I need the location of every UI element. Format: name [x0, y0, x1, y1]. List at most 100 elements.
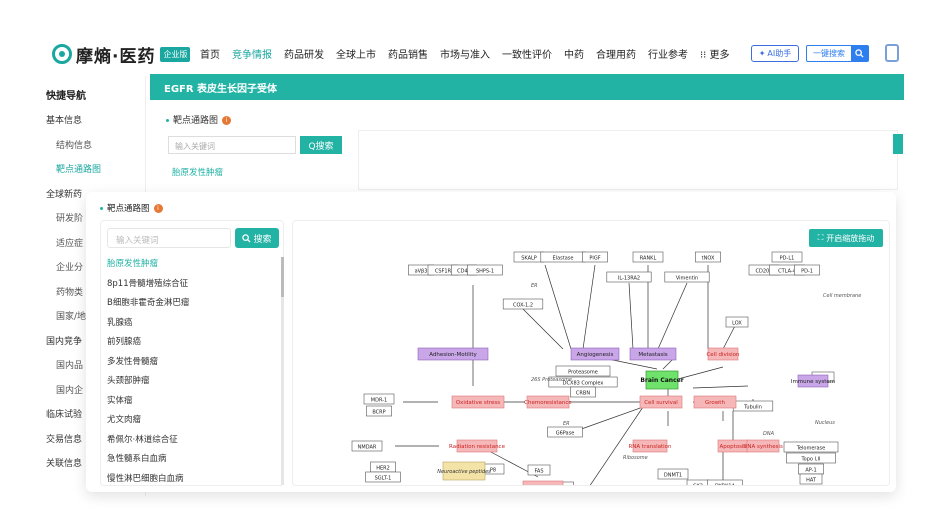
- pathway-node-label: Chemoresistance: [524, 400, 572, 406]
- pathway-node-protein: [365, 471, 401, 483]
- pathway-node-label: DCX83 Complex: [563, 381, 604, 387]
- sidebar-item[interactable]: 国内品: [56, 361, 84, 371]
- sidebar-item[interactable]: 全球新药: [46, 189, 83, 200]
- disease-list-item[interactable]: 多发性骨髓瘤: [107, 356, 159, 367]
- nav-item[interactable]: 市场与准入: [440, 50, 490, 61]
- nav-item[interactable]: 行业参考: [648, 50, 688, 61]
- pathway-node-label: HAT: [806, 478, 817, 484]
- pathway-node-label: SGLT-1: [375, 476, 392, 482]
- pathway-annotation: Nucleus: [815, 420, 835, 426]
- pathway-node-label: P8: [490, 468, 496, 474]
- nav-item[interactable]: 中药: [564, 50, 584, 61]
- sidebar-item[interactable]: 交易信息: [46, 434, 83, 445]
- pathway-annotation: ER: [531, 283, 538, 289]
- sidebar-item[interactable]: 基本信息: [46, 116, 83, 126]
- pathway-node-label: G6Pase: [556, 431, 575, 437]
- pathway-node-label: HER2: [376, 466, 390, 472]
- global-search[interactable]: 一键搜索: [806, 45, 869, 62]
- pathway-annotation: ER: [563, 421, 570, 427]
- sidebar-item[interactable]: 关联信息: [46, 459, 83, 469]
- bg-zoom-tab[interactable]: [893, 134, 903, 154]
- brand-badge: 企业版: [160, 46, 191, 62]
- pathway-node-label: Adhesion-Motility: [429, 352, 477, 358]
- pathway-node-label: FAS: [534, 469, 543, 475]
- pathway-annotation: 26S Proteasome: [531, 377, 572, 383]
- search-icon[interactable]: [851, 46, 868, 61]
- disease-list-item[interactable]: 8p11骨髓增殖综合征: [107, 278, 189, 289]
- disease-list-item[interactable]: 希佩尔·林道综合征: [107, 434, 178, 445]
- pathway-node-protein: [527, 464, 551, 476]
- pathway-node-label: DNMT1: [664, 473, 682, 479]
- pathway-node-label: Angiogenesis: [577, 352, 614, 358]
- pathway-edge: [677, 366, 724, 380]
- sidebar-item[interactable]: 国内企: [56, 385, 84, 396]
- nav-item[interactable]: 药品研发: [284, 50, 324, 61]
- search-button[interactable]: 搜索: [235, 228, 279, 248]
- pathway-node-process: [797, 374, 829, 388]
- sidebar-item[interactable]: 研发阶: [56, 214, 84, 224]
- zoom-drag-button[interactable]: ⛶ 开启缩放拖动: [809, 229, 883, 247]
- nav-item[interactable]: 首页: [200, 50, 220, 61]
- target-title: EGFR 表皮生长因子受体: [164, 84, 278, 95]
- ai-assistant-button[interactable]: ✦ AI助手: [751, 45, 799, 62]
- disease-list-item[interactable]: 慢性淋巴细胞白血病: [107, 473, 184, 484]
- search-icon: [242, 233, 252, 243]
- disease-list-scrollbar[interactable]: [281, 257, 284, 485]
- sidebar-item[interactable]: 国家/地: [56, 312, 87, 322]
- pathway-node-protein: [686, 479, 710, 485]
- app-switch-icon[interactable]: [885, 44, 899, 62]
- pathway-node-label: LOX: [732, 321, 742, 327]
- sidebar-item[interactable]: 药物类: [56, 287, 84, 298]
- pathway-node-label: AP-1: [805, 468, 816, 474]
- global-search-label: 一键搜索: [813, 49, 845, 58]
- bg-search-button[interactable]: Q搜索: [300, 136, 342, 154]
- disease-list-item[interactable]: 胎原发性肿瘤: [107, 259, 159, 269]
- disease-list-item[interactable]: 尤文肉瘤: [107, 415, 142, 425]
- keyword-search-input[interactable]: 输入关键词: [107, 228, 231, 248]
- sidebar-item[interactable]: 企业分: [56, 263, 84, 273]
- sidebar-item[interactable]: 结构信息: [56, 140, 93, 151]
- pathway-node-protein: [783, 441, 839, 453]
- disease-list-item[interactable]: 乳腺癌: [107, 317, 133, 328]
- pathway-node-label: Telomerase: [796, 446, 825, 452]
- pathway-node-label: tNOX: [702, 256, 715, 262]
- nav-item[interactable]: 全球上市: [336, 50, 376, 61]
- pathway-node-label: Oxidative stress: [456, 400, 500, 406]
- disease-list-item[interactable]: B细胞非霍奇金淋巴瘤: [107, 298, 190, 308]
- bg-search-input[interactable]: 输入关键词: [168, 136, 296, 154]
- bg-first-disease[interactable]: 胎原发性肿瘤: [172, 168, 224, 178]
- disease-list-item[interactable]: 急性髓系白血病: [107, 454, 167, 464]
- pathway-node-outcome: [746, 439, 780, 453]
- disease-list-item[interactable]: 前列腺癌: [107, 337, 142, 347]
- sidebar-title: 快捷导航: [46, 91, 86, 102]
- info-icon[interactable]: i: [153, 204, 163, 213]
- nav-item[interactable]: ⁝⁝ 更多: [700, 50, 730, 61]
- pathway-node-protein: [725, 316, 749, 328]
- disease-list-item[interactable]: 实体瘤: [107, 395, 133, 406]
- zoom-drag-label: 开启缩放拖动: [826, 233, 875, 243]
- disease-list-item[interactable]: 头颈部肿瘤: [107, 376, 150, 386]
- nav-item[interactable]: 合理用药: [596, 50, 636, 61]
- pathway-node-label: CD200: [756, 269, 773, 275]
- pathway-annotation: DNA: [763, 431, 775, 437]
- nav-item[interactable]: 竞争情报: [232, 50, 272, 61]
- sidebar-item[interactable]: 靶点通路图: [56, 165, 102, 175]
- pathway-node-label: Apoptosis: [720, 444, 747, 450]
- sidebar-item[interactable]: 国内竞争: [46, 336, 83, 347]
- sidebar-item[interactable]: 适应症: [56, 238, 84, 249]
- ai-assistant-label: AI助手: [767, 49, 792, 58]
- pathway-node-label: Cell survival: [644, 400, 678, 406]
- brand-logo[interactable]: 摩熵·医药 企业版: [52, 43, 191, 67]
- pathway-node-label: PlGF: [589, 256, 600, 262]
- pathway-node-protein: [786, 452, 836, 464]
- nav-item[interactable]: 一致性评价: [502, 50, 552, 61]
- expand-icon: ⛶: [817, 233, 824, 242]
- pathway-node-process: [629, 347, 677, 361]
- pathway-node-label: Metastasis: [638, 352, 667, 358]
- pathway-node-label: CD47: [457, 269, 471, 275]
- nav-item[interactable]: 药品销售: [388, 50, 428, 61]
- sidebar-item[interactable]: 临床试验: [46, 410, 83, 420]
- pathway-node-outcome: [707, 347, 739, 361]
